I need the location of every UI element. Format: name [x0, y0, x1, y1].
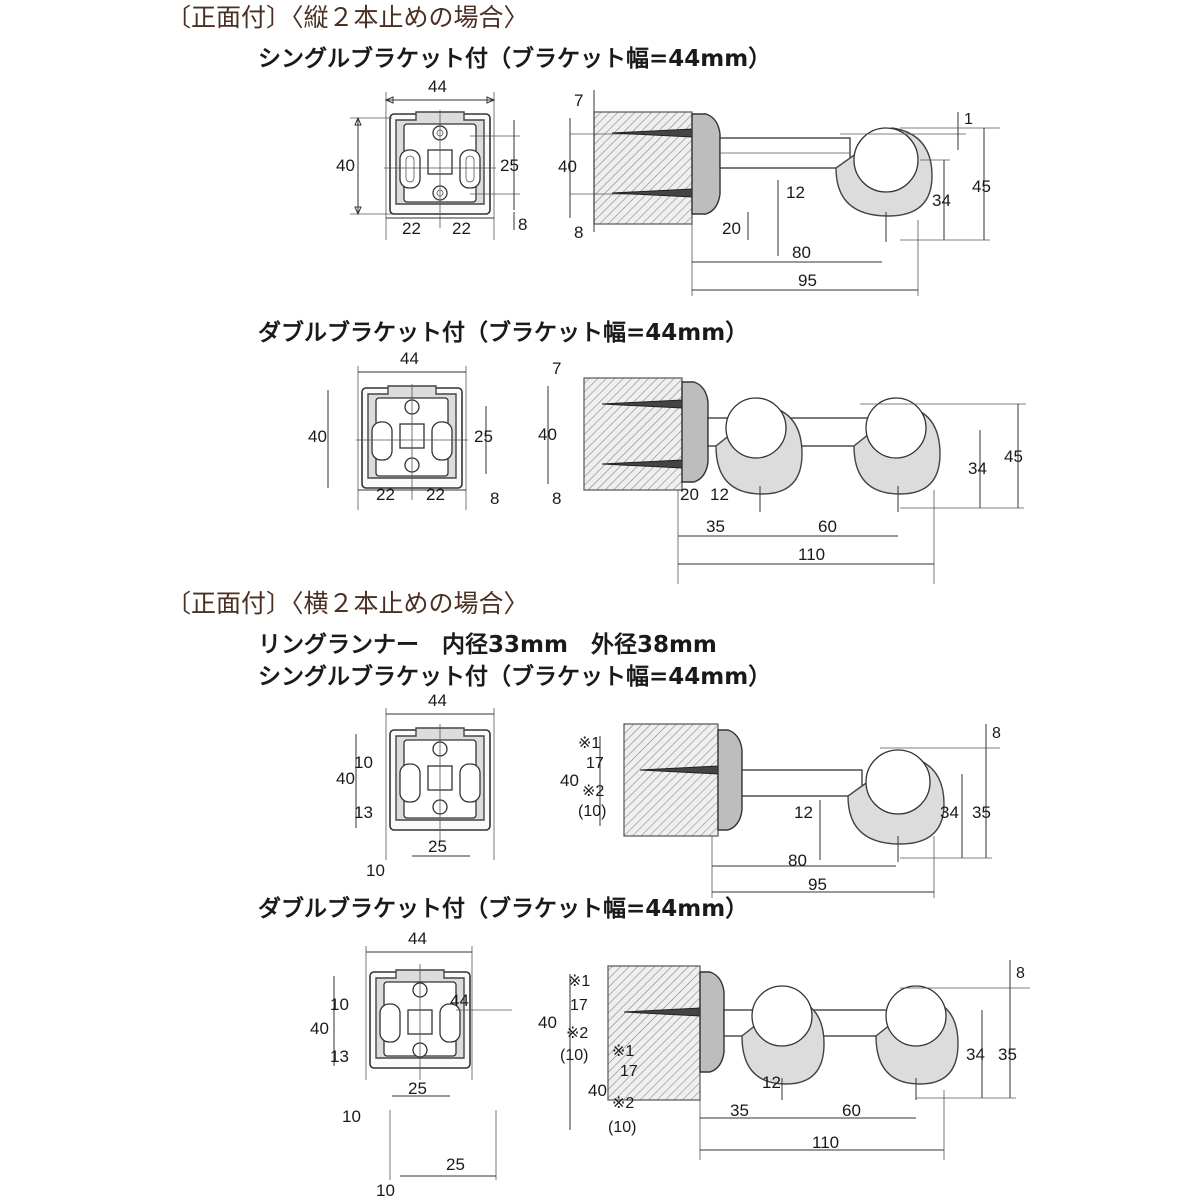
dim-8: 8 — [490, 489, 499, 508]
dim-34: 34 — [966, 1045, 985, 1064]
side-view-h-single: ※1 17 40 ※2 (10) 8 35 34 12 80 95 — [560, 723, 1001, 898]
dim-40: 40 — [308, 427, 327, 446]
dim-35: 35 — [998, 1045, 1017, 1064]
front-view-h-single: 44 40 10 13 25 10 — [336, 691, 495, 880]
dim-8: 8 — [992, 725, 1001, 742]
dim-45: 45 — [1004, 447, 1023, 466]
dim-80: 80 — [792, 243, 811, 262]
dim-13: 13 — [330, 1047, 349, 1066]
dim-40: 40 — [558, 157, 577, 176]
dim-17: 17 — [586, 755, 604, 772]
dim-35: 35 — [706, 517, 725, 536]
note-2: ※2 — [566, 1025, 588, 1042]
dim-10: 10 — [342, 1107, 361, 1126]
dim-40: 40 — [310, 1019, 329, 1038]
dim-40: 40 — [538, 1013, 557, 1032]
dim-44: 44 — [450, 991, 469, 1010]
dim-10: 10 — [366, 861, 385, 880]
subtitle-h-single: シングルブラケット付（ブラケット幅=44mm） — [258, 663, 771, 690]
dim-25: 25 — [500, 156, 519, 175]
dim-44: 44 — [428, 691, 447, 710]
dim-60: 60 — [818, 517, 837, 536]
dim-8: 8 — [552, 489, 561, 508]
dim-40: 40 — [588, 1081, 607, 1100]
dim-paren-10: (10) — [578, 803, 606, 820]
dim-7: 7 — [552, 359, 561, 378]
dim-44: 44 — [400, 349, 419, 368]
dim-25: 25 — [408, 1079, 427, 1098]
dim-17: 17 — [620, 1063, 638, 1080]
dim-10: 10 — [354, 753, 373, 772]
dim-22: 22 — [376, 485, 395, 504]
dim-7: 7 — [574, 91, 583, 110]
dim-12: 12 — [710, 485, 729, 504]
side-view-v-double: 7 40 8 45 34 20 12 35 60 110 — [538, 359, 1026, 584]
dim-25: 25 — [446, 1155, 465, 1174]
side-view-h-double: ※1 17 40 ※2 (10) ※1 17 40 ※2 (10) 8 35 3… — [538, 960, 1030, 1160]
dim-1: 1 — [964, 111, 973, 128]
dim-10: 10 — [330, 995, 349, 1014]
dim-44: 44 — [408, 929, 427, 948]
note-2: ※2 — [582, 783, 604, 800]
dim-40: 40 — [538, 425, 557, 444]
dim-10: 10 — [376, 1181, 395, 1200]
note-1: ※1 — [568, 973, 590, 990]
dim-25: 25 — [428, 837, 447, 856]
dim-paren-10: (10) — [608, 1119, 636, 1136]
dim-paren-10: (10) — [560, 1047, 588, 1064]
dim-8: 8 — [518, 215, 527, 234]
dim-40: 40 — [336, 156, 355, 175]
dim-35: 35 — [972, 803, 991, 822]
dim-17: 17 — [570, 997, 588, 1014]
side-view-v-single: 7 40 8 1 45 34 12 20 80 95 — [558, 90, 1000, 296]
dim-20: 20 — [680, 485, 699, 504]
dim-34: 34 — [968, 459, 987, 478]
front-view-v-double: 44 40 25 8 22 22 — [308, 349, 499, 510]
section-title-vertical: 〔正面付〕〈縦２本止めの場合〉 — [166, 3, 529, 32]
subtitle-v-single: シングルブラケット付（ブラケット幅=44mm） — [258, 45, 771, 72]
subtitle-v-double: ダブルブラケット付（ブラケット幅=44mm） — [258, 319, 748, 346]
dim-25: 25 — [474, 427, 493, 446]
dim-95: 95 — [808, 875, 827, 894]
dim-45: 45 — [972, 177, 991, 196]
dim-13: 13 — [354, 803, 373, 822]
dim-34: 34 — [940, 803, 959, 822]
dim-12: 12 — [762, 1073, 781, 1092]
section-title-horizontal: 〔正面付〕〈横２本止めの場合〉 — [166, 589, 529, 618]
dim-40: 40 — [336, 769, 355, 788]
subtitle-h-double: ダブルブラケット付（ブラケット幅=44mm） — [258, 895, 748, 922]
subtitle-h-ring: リングランナー 内径33mm 外径38mm — [258, 631, 717, 658]
dim-22: 22 — [452, 219, 471, 238]
note-1: ※1 — [578, 735, 600, 752]
dim-8: 8 — [574, 223, 583, 242]
dim-20: 20 — [722, 219, 741, 238]
dim-110: 110 — [812, 1133, 839, 1152]
dim-34: 34 — [932, 191, 951, 210]
dim-60: 60 — [842, 1101, 861, 1120]
dim-80: 80 — [788, 851, 807, 870]
dim-44: 44 — [428, 77, 447, 96]
dim-40: 40 — [560, 771, 579, 790]
dim-110: 110 — [798, 545, 825, 564]
front-view-v-single: 44 40 25 8 22 22 — [336, 77, 527, 240]
dim-12: 12 — [794, 803, 813, 822]
dim-22: 22 — [402, 219, 421, 238]
front-view-h-double: 44 44 40 10 13 25 10 25 10 — [310, 929, 512, 1200]
note-2: ※2 — [612, 1095, 634, 1112]
note-1: ※1 — [612, 1043, 634, 1060]
dim-35: 35 — [730, 1101, 749, 1120]
dim-8: 8 — [1016, 965, 1025, 982]
dim-12: 12 — [786, 183, 805, 202]
dim-95: 95 — [798, 271, 817, 290]
dim-22: 22 — [426, 485, 445, 504]
